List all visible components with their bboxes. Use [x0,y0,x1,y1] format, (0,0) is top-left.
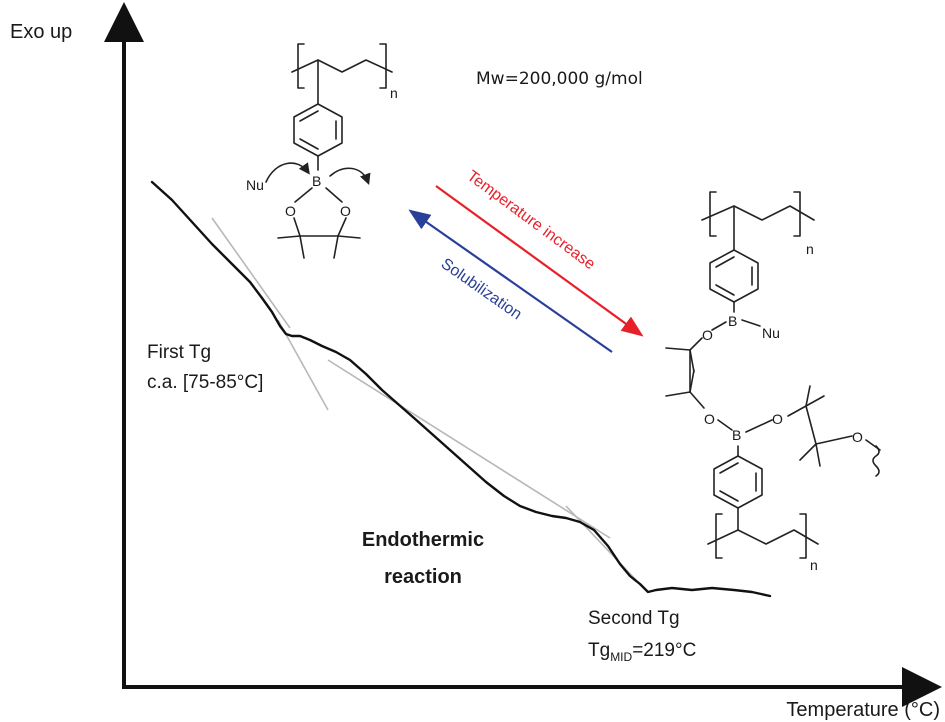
y-axis-label: Exo up [10,21,72,43]
second-tg-value: TgMID=219°C [588,640,696,664]
endothermic-label-line1: Endothermic [362,529,484,551]
solubilization-label: Solubilization [438,255,525,323]
second-tg-label: Second Tg [588,608,680,629]
molecular-weight-label: Mw=200,000 g/mol [476,69,643,89]
boron-atom: B [728,313,737,329]
tangent-line-3 [327,359,611,539]
temperature-increase-arrow [435,185,644,337]
oxygen-atom: O [702,327,713,343]
annotations: First Tg c.a. [75-85°C] Endothermic reac… [147,69,696,664]
endothermic-label-line2: reaction [384,566,462,588]
oxygen-atom: O [772,411,783,427]
dsc-curve [150,180,772,598]
solubilization-arrow [408,209,613,353]
oxygen-atom: O [852,429,863,445]
crosslinked-structure-right: n B Nu O O B O O [665,191,881,573]
nucleophile-label: Nu [762,325,780,341]
tangent-lines [211,217,637,581]
boron-atom: B [732,427,741,443]
oxygen-atom: O [285,203,296,219]
oxygen-atom: O [340,203,351,219]
repeat-index: n [810,557,818,573]
first-tg-label: First Tg [147,342,211,363]
boron-atom: B [312,173,321,189]
nucleophile-label: Nu [246,177,264,193]
reaction-arrows: Temperature increase Solubilization [408,168,644,353]
x-axis-label: Temperature (°C) [786,699,940,721]
repeat-index: n [390,85,398,101]
axes: Exo up Temperature (°C) [10,2,942,721]
tangent-line-1 [211,217,291,329]
repeat-index: n [806,241,814,257]
oxygen-atom: O [704,411,715,427]
monomer-structure-left: B O O Nu n [246,43,398,259]
first-tg-range: c.a. [75-85°C] [147,372,263,393]
